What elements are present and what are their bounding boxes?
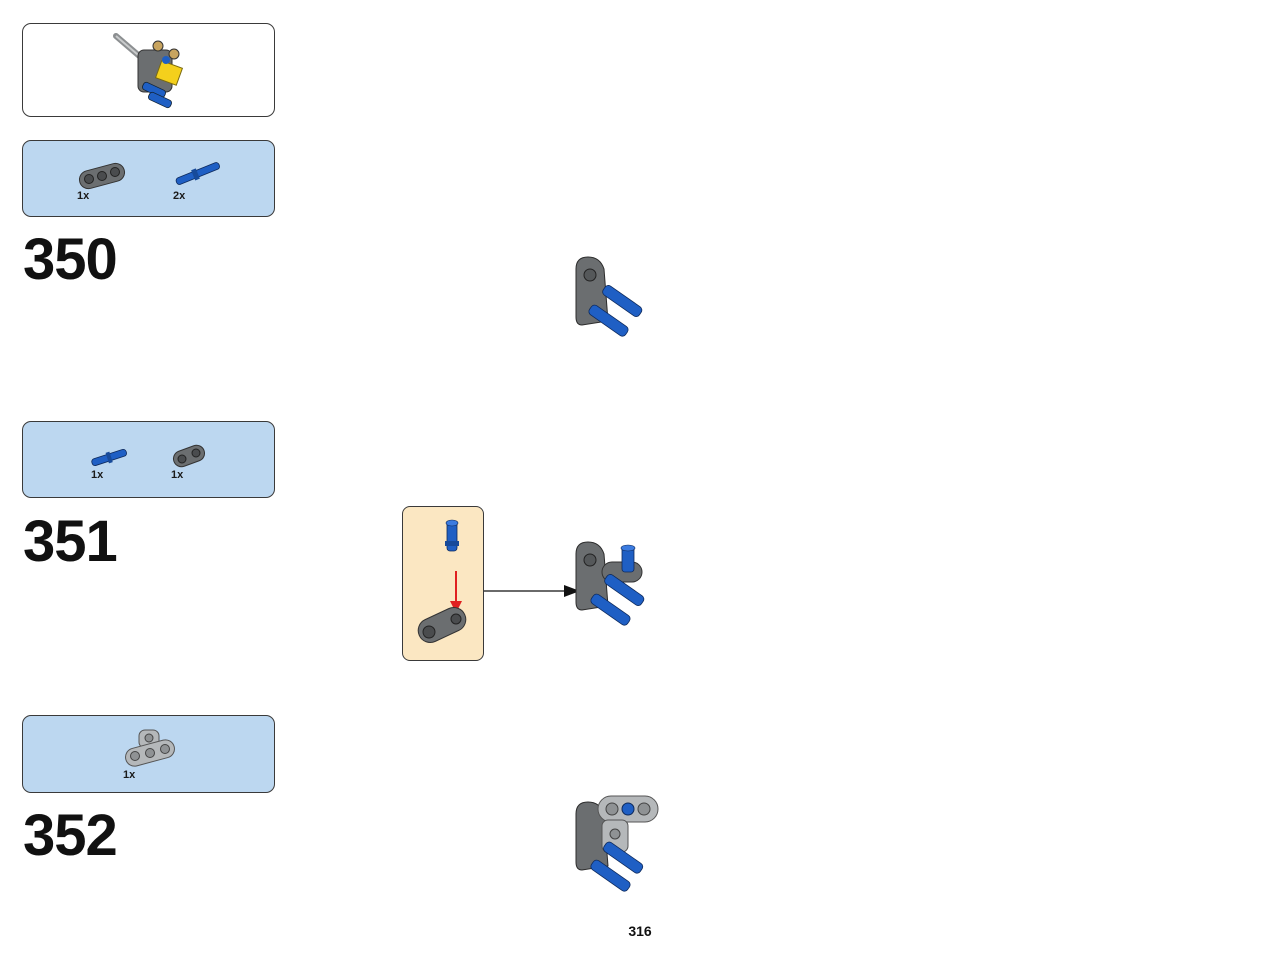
- submodel-preview-icon: [113, 33, 184, 109]
- axle-pin-icon: [91, 448, 127, 466]
- step-number: 351: [23, 509, 118, 574]
- part-qty: 1x: [171, 469, 184, 481]
- part-qty: 1x: [91, 469, 104, 481]
- step-351-assembly-icon: [575, 541, 645, 626]
- step-350-assembly-icon: [575, 256, 643, 337]
- step-352-assembly-icon: [575, 795, 659, 892]
- part-qty: 2x: [173, 190, 186, 202]
- cross-block-icon: [172, 444, 206, 468]
- parts-list-step-351: 1x 1x: [22, 421, 275, 498]
- triple-block-icon: [125, 729, 175, 767]
- parts-list-step-352: 1x: [22, 715, 275, 793]
- attach-arrow-icon: [484, 585, 580, 597]
- step-number: 350: [23, 227, 118, 292]
- sub-assembly-callout: [402, 506, 484, 661]
- sub-assembly-icon: [417, 519, 467, 643]
- page-number: 316: [628, 923, 652, 939]
- part-qty: 1x: [123, 769, 136, 781]
- beam-3-icon: [78, 162, 126, 190]
- axle-pin-icon: [175, 162, 220, 185]
- parts-list-step-350: 1x 2x: [22, 140, 275, 217]
- submodel-preview-box: [22, 23, 275, 117]
- step-number: 352: [23, 803, 118, 868]
- part-qty: 1x: [77, 190, 90, 202]
